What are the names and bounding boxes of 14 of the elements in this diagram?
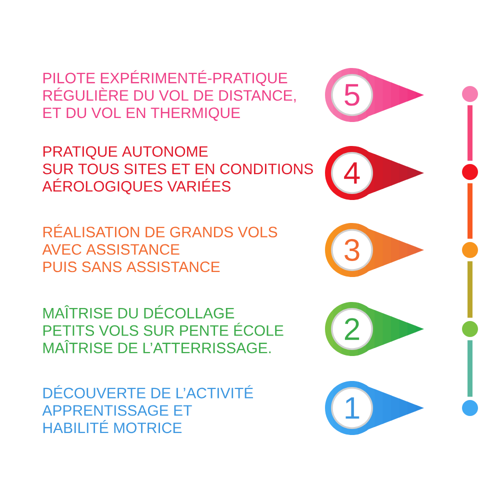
timeline-segment (468, 105, 472, 161)
step-description: RÉALISATION DE GRANDS VOLS AVEC ASSISTANCE PUIS SANS ASSISTANCE (42, 224, 278, 272)
timeline-dot (462, 400, 478, 416)
step-description: PRATIQUE AUTONOME SUR TOUS SITES ET EN CONDITIONS AÉROLOGIQUES VARIÉES (42, 146, 313, 194)
timeline-dot (462, 86, 478, 102)
step-description: MAÎTRISE DU DÉCOLLAGE PETITS VOLS SUR PENTE ÉCOLE MAÎTRISE DE L’ATTERRISSAGE. (43, 305, 284, 354)
timeline-dot (462, 321, 478, 337)
timeline-dot (462, 242, 478, 258)
timeline-segment (468, 261, 472, 318)
timeline-dot (462, 164, 478, 180)
step-description: PILOTE EXPÉRIMENTÉ-PRATIQUE RÉGULIÈRE DU VOL DE DISTANCE, ET DU VOL EN THERMIQUE (43, 70, 296, 121)
timeline-segment (468, 183, 472, 239)
step-description: DÉCOUVERTE DE L’ACTIVITÉ APPRENTISSAGE ET HABILITÉ MOTRICE (42, 385, 253, 434)
timeline-segment (468, 340, 472, 397)
